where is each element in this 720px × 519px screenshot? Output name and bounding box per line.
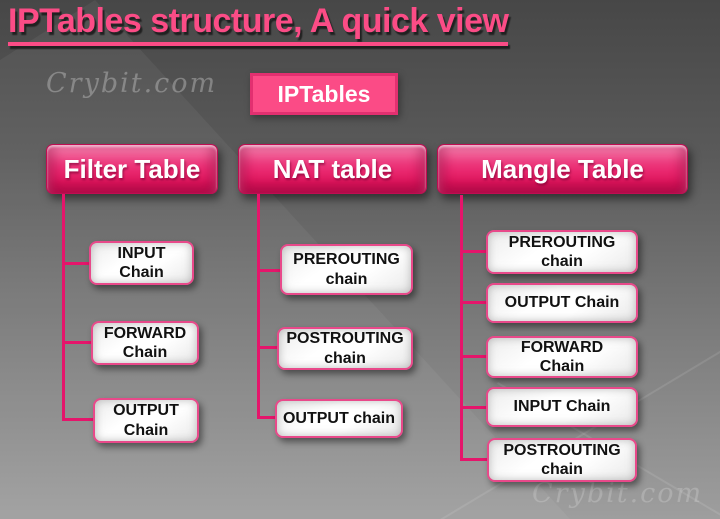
connector-branch <box>257 346 278 349</box>
chain-node-filter-input: INPUT Chain <box>89 241 194 285</box>
chain-node-nat-postrouting: POSTROUTING chain <box>277 327 413 370</box>
connector-branch <box>460 250 487 253</box>
connector-vline-mangle <box>460 195 463 461</box>
root-node-iptables: IPTables <box>250 73 398 115</box>
chain-node-filter-output: OUTPUT Chain <box>93 398 199 443</box>
chain-node-nat-prerouting: PREROUTING chain <box>280 244 413 295</box>
connector-branch <box>62 262 90 265</box>
chain-node-nat-output: OUTPUT chain <box>275 399 403 438</box>
connector-vline-filter <box>62 194 65 421</box>
chain-node-filter-forward: FORWARD Chain <box>91 321 199 365</box>
watermark-bottom: Crybit.com <box>532 478 704 509</box>
connector-branch <box>62 341 92 344</box>
chain-node-mangle-forward: FORWARD Chain <box>486 336 638 378</box>
chain-node-mangle-postrouting: POSTROUTING chain <box>487 438 637 482</box>
connector-branch <box>460 406 487 409</box>
chain-node-mangle-input: INPUT Chain <box>486 387 638 427</box>
chain-node-mangle-output: OUTPUT Chain <box>486 283 638 323</box>
connector-branch <box>62 418 94 421</box>
connector-branch <box>257 269 281 272</box>
connector-branch <box>460 355 487 358</box>
connector-branch <box>460 301 487 304</box>
header-nat-table: NAT table <box>238 144 427 194</box>
connector-branch <box>257 416 276 419</box>
header-mangle-table: Mangle Table <box>437 144 688 194</box>
connector-vline-nat <box>257 194 260 419</box>
watermark-top: Crybit.com <box>46 68 218 99</box>
header-filter-table: Filter Table <box>46 144 218 194</box>
page-title: IPTables structure, A quick view <box>8 2 509 46</box>
connector-branch <box>460 458 488 461</box>
chain-node-mangle-prerouting: PREROUTING chain <box>486 230 638 274</box>
